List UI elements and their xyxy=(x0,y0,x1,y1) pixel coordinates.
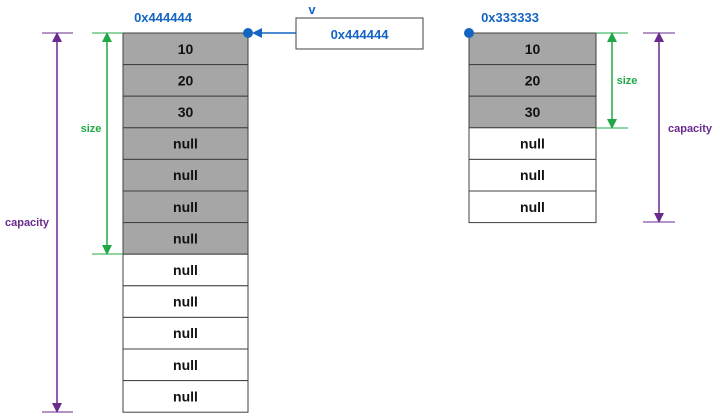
used-cell-box xyxy=(468,64,597,97)
cell-value: 10 xyxy=(178,41,194,57)
cell-value: null xyxy=(520,136,545,152)
pointer-v: v 0x444444 xyxy=(252,2,424,50)
array-cell: null xyxy=(122,285,249,318)
array-cell: null xyxy=(122,380,249,413)
cell-value: null xyxy=(520,199,545,215)
array-cells: 10 20 30 null null null null null null null null nu… xyxy=(122,32,249,413)
free-cell-box xyxy=(468,158,597,192)
array-cell: 10 xyxy=(122,32,249,66)
free-cell-box xyxy=(122,380,249,413)
array-cell: null xyxy=(468,158,597,192)
free-cell-box xyxy=(122,316,249,350)
size-label: size xyxy=(81,123,102,135)
array-address: 0x444444 xyxy=(134,10,193,25)
array-cell: 10 xyxy=(468,32,597,66)
array-cell: null xyxy=(468,127,597,160)
free-cell-box xyxy=(122,348,249,382)
capacity-label-bg xyxy=(2,214,52,230)
cell-value: null xyxy=(173,357,198,373)
capacity-label-bg xyxy=(664,120,716,136)
free-cell-box xyxy=(122,253,249,287)
free-cell-box xyxy=(468,127,597,160)
capacity-label: capacity xyxy=(668,123,713,135)
used-cell-box xyxy=(122,222,249,255)
array-address: 0x333333 xyxy=(481,10,539,25)
array-cell: null xyxy=(122,158,249,192)
pointer-box xyxy=(295,17,424,50)
cell-value: null xyxy=(173,230,198,246)
size-label-bg xyxy=(77,120,105,136)
cell-value: null xyxy=(173,325,198,341)
free-cell-box xyxy=(468,190,597,224)
pointer-name: v xyxy=(308,2,316,17)
used-cell-box xyxy=(468,95,597,129)
size-label: size xyxy=(617,75,638,87)
cell-value: null xyxy=(520,167,545,183)
cell-value: null xyxy=(173,199,198,215)
used-cell-box xyxy=(122,32,249,66)
array-cell: null xyxy=(122,348,249,382)
cell-value: null xyxy=(173,167,198,183)
cell-value: null xyxy=(173,388,198,404)
array-small: 0x333333 10 20 30 null null null size capacit… xyxy=(464,10,716,224)
array-cell: null xyxy=(122,222,249,255)
array-cell: 20 xyxy=(468,64,597,97)
array-cell: null xyxy=(122,316,249,350)
array-start-dot xyxy=(464,28,474,38)
cell-value: null xyxy=(173,136,198,152)
used-cell-box xyxy=(122,158,249,192)
cell-value: null xyxy=(173,294,198,310)
array-start-dot xyxy=(243,28,253,38)
array-cell: null xyxy=(122,190,249,224)
array-cell: null xyxy=(122,127,249,160)
cell-value: 30 xyxy=(178,104,194,120)
cell-value: 20 xyxy=(525,72,541,88)
cell-value: 30 xyxy=(525,104,541,120)
array-cell: 20 xyxy=(122,64,249,97)
array-cells: 10 20 30 null null null xyxy=(468,32,597,224)
used-cell-box xyxy=(122,190,249,224)
free-cell-box xyxy=(122,285,249,318)
array-cell: 30 xyxy=(468,95,597,129)
array-cell: null xyxy=(122,253,249,287)
used-cell-box xyxy=(122,127,249,160)
array-large: 0x444444 10 20 30 null null null null null null n… xyxy=(2,10,253,413)
array-cell: null xyxy=(468,190,597,224)
cell-value: 10 xyxy=(525,41,541,57)
array-cell: 30 xyxy=(122,95,249,129)
capacity-label: capacity xyxy=(5,217,50,229)
cell-value: 20 xyxy=(178,72,194,88)
used-cell-box xyxy=(122,95,249,129)
used-cell-box xyxy=(468,32,597,66)
pointer-value: 0x444444 xyxy=(331,27,390,42)
cell-value: null xyxy=(173,262,198,278)
